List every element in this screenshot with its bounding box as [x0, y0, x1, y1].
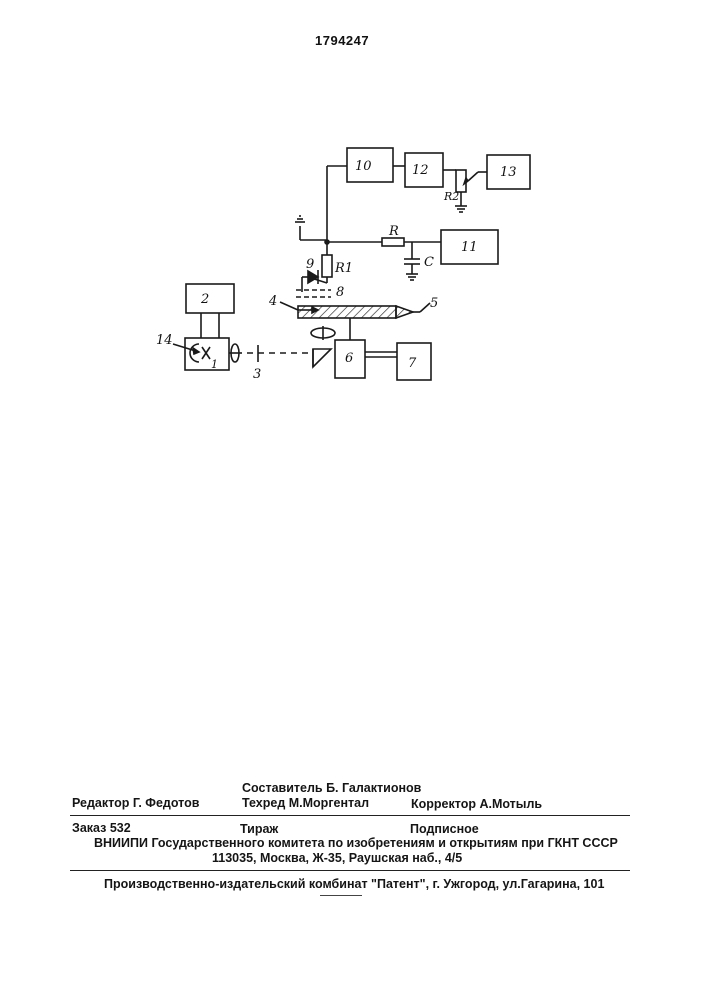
label-4: 4 — [268, 294, 277, 309]
techred-credit: Техред М.Моргентал — [242, 796, 369, 810]
label-14: 14 — [156, 333, 173, 348]
label-6: 6 — [345, 351, 353, 366]
label-13: 13 — [500, 165, 517, 180]
label-r: R — [388, 224, 399, 239]
label-r1: R1 — [334, 261, 353, 276]
corrector-credit: Корректор А.Мотыль — [411, 797, 542, 811]
label-3: 3 — [253, 367, 261, 382]
label-10: 10 — [355, 159, 372, 174]
resistor-r — [382, 238, 404, 246]
address: 113035, Москва, Ж-35, Раушская наб., 4/5 — [212, 851, 462, 865]
divider-bottom — [70, 870, 630, 871]
label-2: 2 — [200, 292, 209, 307]
prism — [313, 349, 331, 367]
label-r2: R2 — [443, 190, 459, 203]
resistor-r1 — [322, 255, 332, 277]
label-11: 11 — [461, 240, 478, 255]
divider-top — [70, 815, 630, 816]
label-8: 8 — [336, 285, 344, 300]
label-7: 7 — [408, 356, 417, 371]
label-12: 12 — [412, 163, 429, 178]
order-number: Заказ 532 — [72, 821, 131, 835]
label-5: 5 — [430, 296, 438, 311]
composer-credit: Составитель Б. Галактионов — [242, 781, 421, 795]
printer-info: Производственно-издательский комбинат "П… — [104, 877, 604, 891]
block-2 — [186, 284, 234, 313]
circulation: Тираж — [240, 822, 278, 836]
underline-mark — [320, 895, 362, 896]
label-c: C — [424, 255, 434, 270]
schematic-diagram: 10 12 13 11 2 6 7 4 5 8 9 14 1 3 R R1 R2… — [0, 0, 707, 460]
label-9: 9 — [306, 257, 314, 272]
institute: ВНИИПИ Государственного комитета по изоб… — [94, 836, 618, 850]
rod-tip — [396, 306, 413, 318]
subscription: Подписное — [410, 822, 479, 836]
label-1: 1 — [211, 358, 218, 371]
editor-credit: Редактор Г. Федотов — [72, 796, 199, 810]
